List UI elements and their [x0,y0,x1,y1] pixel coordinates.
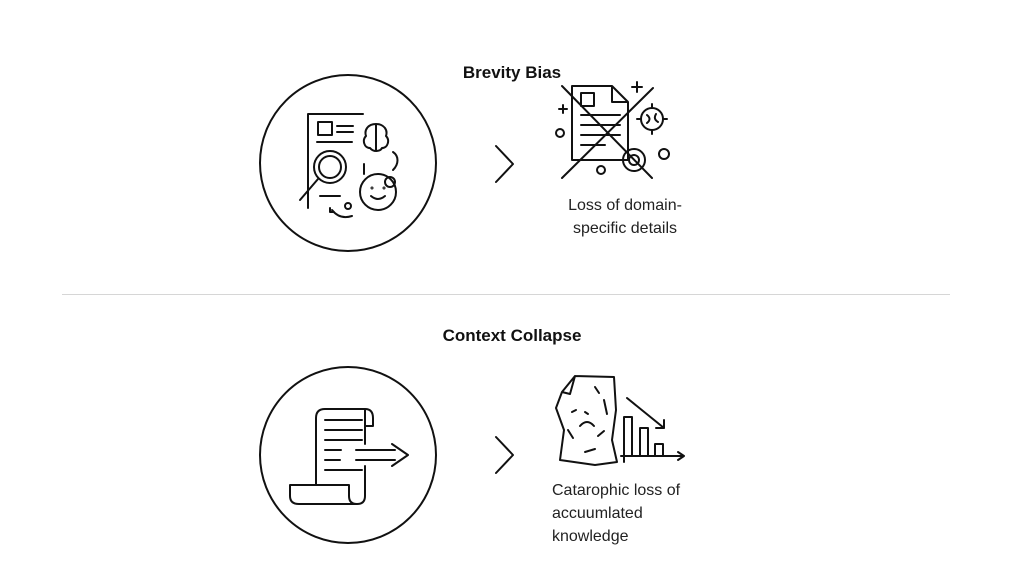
caption-line: accuumlated [552,505,643,522]
document-search-brain-icon [259,74,437,252]
caption-line: Loss of domain- [568,197,682,214]
caption-line: Catarophic loss of [552,482,681,499]
chevron-right-icon [495,145,514,183]
section-title-brevity-bias: Brevity Bias [462,63,562,82]
section-title-context-collapse: Context Collapse [442,326,582,345]
caption-line: knowledge [552,528,629,545]
section-divider [62,294,950,295]
caption-line: specific details [572,220,678,237]
crossed-document-gears-icon [555,81,670,179]
